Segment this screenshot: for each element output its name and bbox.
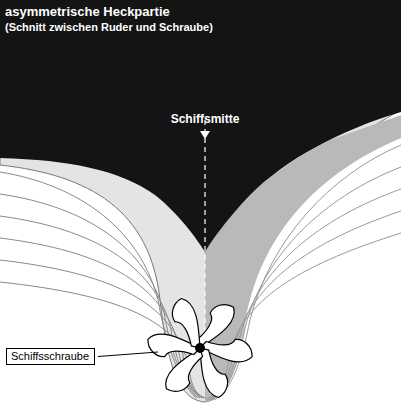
flow-line bbox=[210, 189, 401, 400]
propeller-hub bbox=[195, 343, 205, 353]
flow-line bbox=[0, 260, 204, 398]
centre-line bbox=[204, 120, 205, 335]
label-box: Schiffsschraube bbox=[6, 348, 95, 365]
title: asymmetrische Heckpartie bbox=[5, 4, 170, 19]
flow-line bbox=[208, 211, 401, 400]
flow-line bbox=[0, 194, 198, 398]
leader-line bbox=[98, 352, 158, 357]
centre-label: Schiffsmitte bbox=[171, 112, 240, 126]
propeller bbox=[146, 296, 254, 399]
propeller-blade bbox=[161, 296, 218, 351]
box-text: Schiffsschraube bbox=[11, 350, 90, 363]
flow-line bbox=[206, 233, 401, 400]
centre-marker bbox=[200, 131, 210, 139]
flow-line bbox=[0, 282, 206, 398]
flow-line bbox=[0, 216, 200, 398]
subtitle: (Schnitt zwischen Ruder und Schraube) bbox=[5, 21, 213, 33]
flow-line bbox=[0, 172, 196, 398]
dark-background bbox=[0, 0, 401, 252]
